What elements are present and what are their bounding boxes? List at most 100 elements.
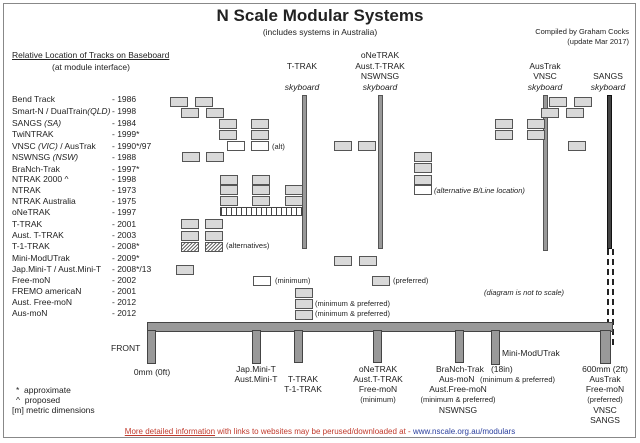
jap-label: Aust.Mini-T (234, 374, 278, 384)
system-name: FREMO americaN (12, 286, 81, 296)
system-name-part: FREMO americaN (12, 286, 82, 296)
system-name: Jap.Mini-T / Aust.Mini-T (12, 264, 101, 274)
baseboard-leg-minimodu (491, 330, 500, 365)
track-box (251, 119, 269, 129)
front-label: FRONT (111, 343, 141, 353)
footer-text: with links to websites may be perused/do… (215, 427, 413, 436)
track-box (414, 152, 432, 162)
legend-proposed: ^ proposed (16, 395, 61, 405)
track-box (205, 219, 223, 229)
track-box (295, 310, 313, 320)
legend-approximate: * approximate (16, 385, 71, 395)
note-preferred: (preferred) (393, 276, 429, 285)
baseboard-leg-end (600, 330, 611, 364)
onetrak-ladder (220, 207, 303, 216)
skyboard-ttrak-name: T-TRAK (286, 61, 318, 71)
track-box (549, 97, 567, 107)
ttrak-label: T-1-TRAK (284, 384, 322, 394)
branch-label: NSWNSG (438, 405, 478, 415)
system-name: Aust. Free-moN (12, 297, 72, 307)
track-box-hatched (205, 242, 223, 252)
skyboard-onetrak (378, 95, 383, 249)
track-box (195, 97, 213, 107)
track-box (285, 196, 303, 206)
ttrak-label: T-TRAK (287, 374, 319, 384)
onetrak-label: Free-moN (358, 384, 398, 394)
system-year: - 1990*/97 (112, 141, 152, 151)
skyboard-austrak-name: AusTrak (529, 61, 561, 71)
track-box (181, 219, 199, 229)
system-year: - 1997* (112, 164, 140, 174)
system-year: - 2002 (112, 275, 137, 285)
system-name-part: Free-moN (12, 275, 51, 285)
track-box (205, 231, 223, 241)
skyboard-austrak-name: VNSC (533, 71, 557, 81)
track-box-minimum (253, 276, 271, 286)
system-year: - 2012 (112, 297, 137, 307)
track-box (220, 175, 238, 185)
note-not-to-scale: (diagram is not to scale) (484, 288, 565, 297)
track-box (568, 141, 586, 151)
skyboard-onetrak-name: Aust.T-TRAK (355, 61, 405, 71)
branch-label: BraNch-Trak (18in) (436, 364, 513, 374)
system-name: T-1-TRAK (12, 241, 50, 251)
system-name: Smart-N / DualTrain(QLD) (12, 106, 110, 116)
track-box-alt (414, 185, 432, 195)
legend-metric: [m] metric dimensions (12, 405, 95, 415)
end-label: AusTrak (589, 374, 621, 384)
system-name-part: SANGS (12, 118, 45, 128)
skyboard-sangs-name: SANGS (593, 71, 623, 81)
track-box (220, 185, 238, 195)
track-box (295, 299, 313, 309)
track-box (176, 265, 194, 275)
system-year: - 1975 (112, 196, 137, 206)
end-label: 600mm (2ft) (582, 364, 628, 374)
system-region: (VIC) (37, 141, 58, 151)
system-name-part: NSWNSG (12, 152, 53, 162)
system-region: (SA) (44, 118, 62, 128)
note-alt: (alt) (272, 142, 285, 151)
system-year: - 2001 (112, 286, 137, 296)
website-link[interactable]: www.nscale.org.au/modulars (412, 427, 516, 436)
onetrak-label: Aust.T-TRAK (353, 374, 403, 384)
track-box (541, 108, 559, 118)
track-box (566, 108, 584, 118)
skyboard-onetrak-name: oNeTRAK (360, 50, 400, 60)
system-name-part: Aust. T-TRAK (12, 230, 64, 240)
track-box (527, 130, 545, 140)
system-name: BraNch-Trak (12, 164, 60, 174)
system-year: - 1998 (112, 174, 137, 184)
system-name-part: oNeTRAK (12, 207, 51, 217)
section-subheading: (at module interface) (52, 62, 130, 72)
skyboard-ttrak-label: skyboard (284, 82, 320, 92)
track-box (359, 256, 377, 266)
system-name: NTRAK Australia (12, 196, 76, 206)
system-name: Mini-ModUTrak (12, 253, 70, 263)
system-name-part: / AusTrak (57, 141, 96, 151)
track-box (206, 152, 224, 162)
track-box (495, 119, 513, 129)
system-name-part: NTRAK 2000 ^ (12, 174, 69, 184)
end-label: (preferred) (587, 395, 623, 404)
note-min-pref: (minimum & preferred) (315, 309, 391, 318)
note-alternatives: (alternatives) (226, 241, 270, 250)
system-name-part: Jap.Mini-T / Aust.Mini-T (12, 264, 102, 274)
track-box-hatched (181, 242, 199, 252)
more-info-link[interactable]: More detailed information (124, 427, 216, 436)
track-box (252, 175, 270, 185)
track-box (181, 108, 199, 118)
frame (3, 3, 636, 438)
system-year: - 2008* (112, 241, 140, 251)
system-year: - 1999* (112, 129, 140, 139)
branch-label: (minimum & preferred) (420, 395, 496, 404)
track-box (414, 163, 432, 173)
baseboard-leg-front (147, 330, 156, 364)
system-name-part: Aus-moN (12, 308, 48, 318)
system-name-part: VNSC (12, 141, 38, 151)
minimodu-label: Mini-ModUTrak (502, 348, 560, 358)
baseboard-leg-jap (252, 330, 261, 364)
skyboard-austrak-label: skyboard (527, 82, 563, 92)
track-box (206, 108, 224, 118)
system-name: TwiNTRAK (12, 129, 54, 139)
